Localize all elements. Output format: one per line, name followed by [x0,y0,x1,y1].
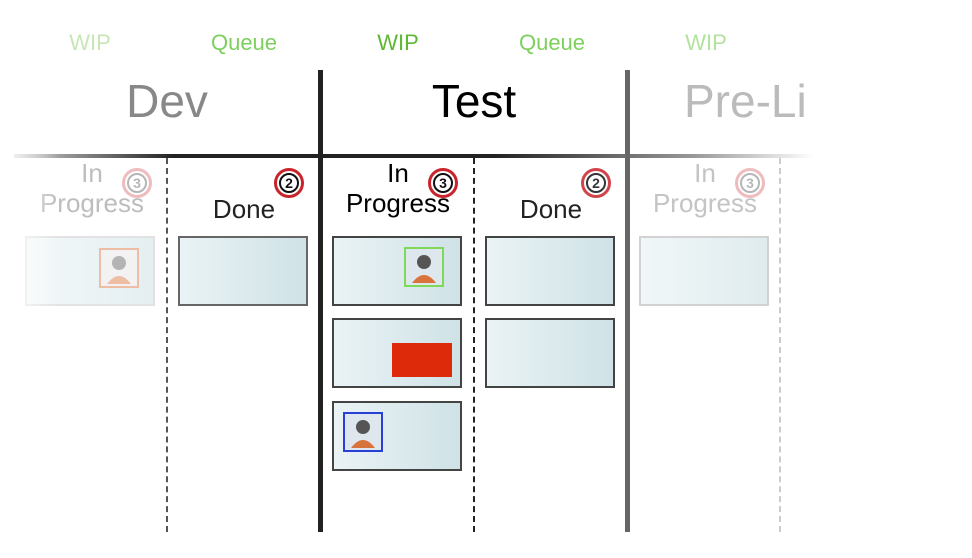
wip-limit-badge-dev-done: 2 [274,168,304,198]
card-test-done-1[interactable] [485,236,615,306]
wip-limit-badge-dev-in-progress: 3 [122,168,152,198]
wip-limit-value: 2 [279,173,299,193]
card-dev-done-1[interactable] [178,236,308,306]
column-label-line1: In [694,158,716,188]
wip-limit-value: 2 [586,173,606,193]
column-separator-dev [166,158,168,532]
stage-title-test: Test [431,75,517,127]
stage-divider-line [14,154,814,158]
wip-limit-value: 3 [433,173,453,193]
column-label-dev-done: Done [212,194,276,224]
tag-test-queue: Queue [518,30,586,55]
tag-prelive-wip: WIP [685,30,727,55]
column-label-line1: In [387,158,409,188]
wip-limit-value: 3 [740,173,760,193]
stage-title-dev: Dev [126,75,208,127]
column-label-test-done: Done [519,194,583,224]
stage-separator-dev-test [318,70,323,532]
person-avatar-icon [404,247,444,287]
left-fade-overlay [0,150,60,320]
card-test-in-progress-3[interactable] [332,401,462,471]
wip-limit-value: 3 [127,173,147,193]
wip-limit-badge-prelive-in-progress: 3 [735,168,765,198]
card-test-in-progress-1[interactable] [332,236,462,306]
card-test-done-2[interactable] [485,318,615,388]
wip-limit-badge-test-in-progress: 3 [428,168,458,198]
column-separator-test [473,158,475,532]
blocked-marker [392,343,452,377]
stage-separator-test-prelive [625,70,630,532]
person-avatar-icon [99,248,139,288]
column-separator-prelive [779,158,781,532]
wip-limit-badge-test-done: 2 [581,168,611,198]
card-prelive-in-progress-1[interactable] [639,236,769,306]
tag-test-wip: WIP [377,30,419,55]
person-avatar-icon [343,412,383,452]
column-label-line1: In [81,158,103,188]
tag-dev-queue: Queue [210,30,278,55]
stage-title-prelive: Pre-Li [684,75,807,127]
card-test-in-progress-2[interactable] [332,318,462,388]
tag-dev-wip: WIP [69,30,111,55]
